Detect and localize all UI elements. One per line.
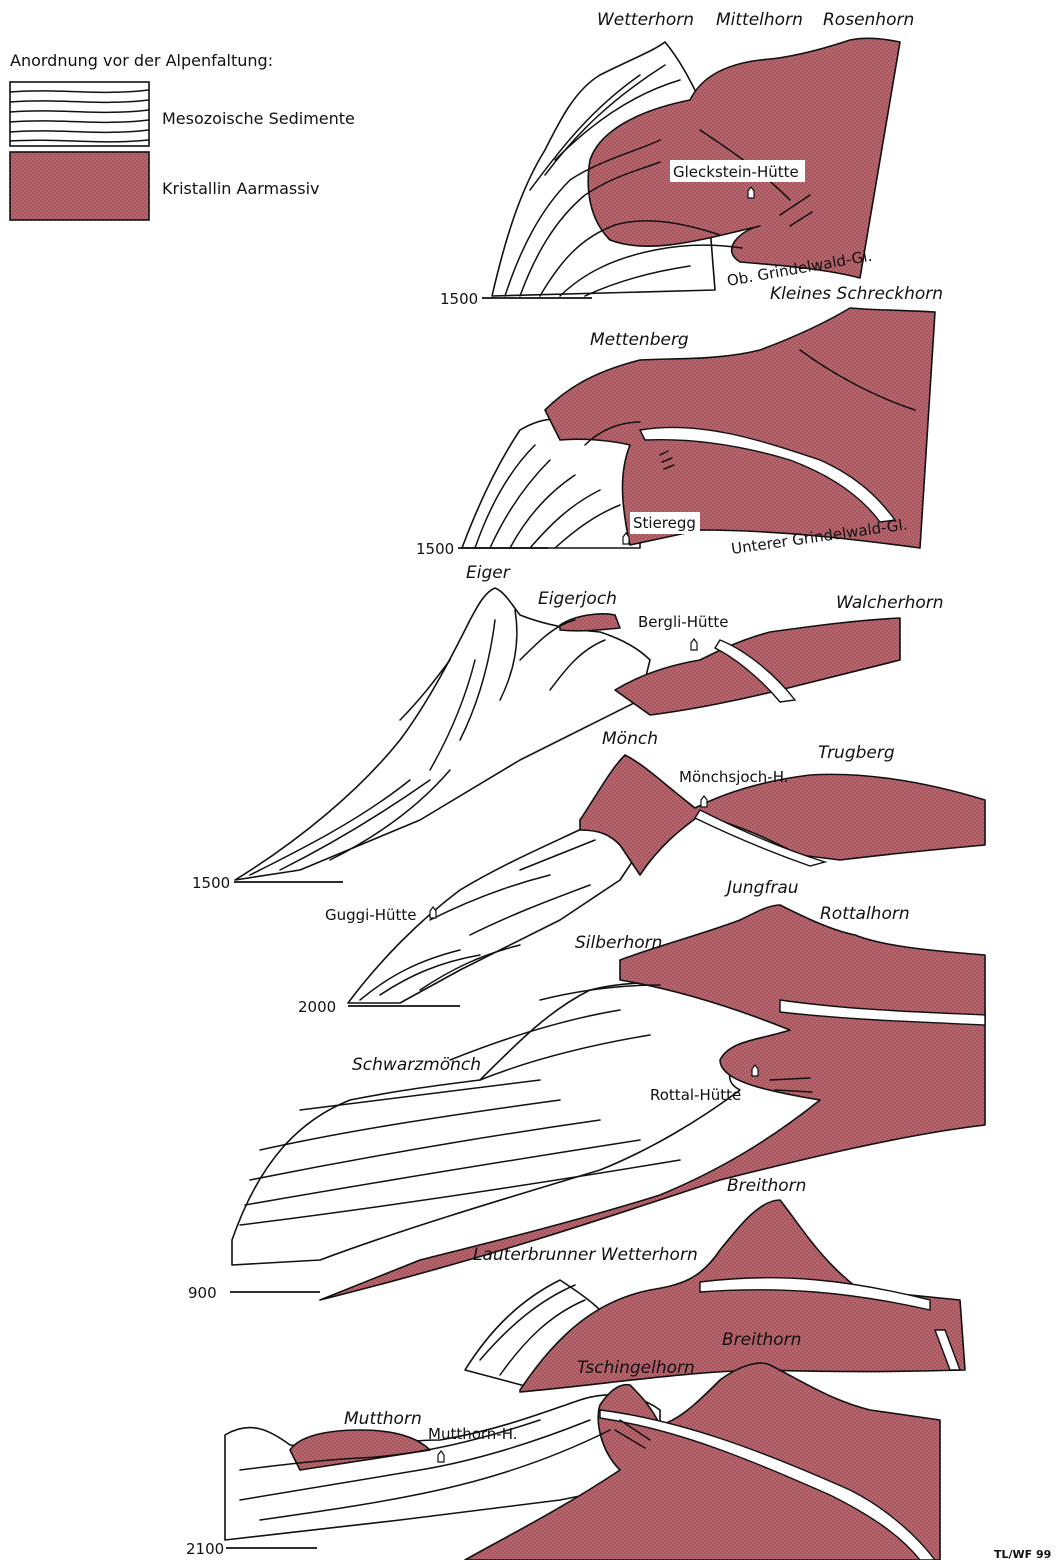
peak-label-mutthorn: Mutthorn [344, 1409, 422, 1429]
peak-label-breithorn-1: Breithorn [727, 1176, 806, 1196]
hut-icon [701, 796, 707, 807]
peak-label-silberhorn: Silberhorn [575, 933, 662, 953]
legend: Anordnung vor der Alpenfaltung: Mesozois… [10, 51, 355, 220]
hut-label-bergli: Bergli-Hütte [638, 613, 728, 631]
hut-label-guggi: Guggi-Hütte [325, 906, 417, 924]
peak-label-eiger: Eiger [466, 563, 511, 583]
peak-label-lauterbrunner-wetterhorn: Lauterbrunner Wetterhorn [473, 1245, 698, 1265]
peak-label-schwarzmoench: Schwarzmönch [352, 1055, 481, 1075]
peak-label-trugberg: Trugberg [818, 743, 895, 763]
hut-icon [430, 907, 436, 918]
section-lauterbrunnen: Breithorn Lauterbrunner Wetterhorn [465, 1176, 965, 1392]
peak-label-rottalhorn: Rottalhorn [820, 904, 910, 924]
peak-label-mettenberg: Mettenberg [590, 330, 689, 350]
peak-label-eigerjoch: Eigerjoch [538, 589, 617, 609]
section-3-elevation: 1500 [192, 874, 230, 892]
section-1-elevation: 1500 [440, 290, 478, 308]
hut-icon [691, 639, 697, 650]
section-wetterhorn: 1500 Wetterhorn Mittelhorn Rosenhorn Gle… [440, 10, 914, 308]
peak-label-walcherhorn: Walcherhorn [836, 593, 944, 613]
section-4-elevation: 2000 [298, 998, 336, 1016]
hut-label-moenchsjoch: Mönchsjoch-H. [679, 768, 789, 786]
legend-label-crystalline: Kristallin Aarmassiv [162, 179, 320, 198]
hut-label-gleckstein: Gleckstein-Hütte [673, 163, 799, 181]
legend-title: Anordnung vor der Alpenfaltung: [10, 51, 273, 70]
hut-label-mutthorn: Mutthorn-H. [428, 1425, 518, 1443]
peak-label-rosenhorn: Rosenhorn [823, 10, 914, 30]
peak-label-wetterhorn: Wetterhorn [597, 10, 694, 30]
peak-label-jungfrau: Jungfrau [724, 878, 799, 898]
peak-label-tschingelhorn: Tschingelhorn [577, 1358, 695, 1378]
legend-swatch-crystalline [10, 152, 149, 220]
hut-label-stieregg: Stieregg [633, 514, 696, 532]
peak-label-kleines-schreckhorn: Kleines Schreckhorn [770, 284, 943, 304]
peak-label-mittelhorn: Mittelhorn [716, 10, 803, 30]
hut-label-rottal: Rottal-Hütte [650, 1086, 741, 1104]
section-7-elevation: 2100 [186, 1540, 224, 1558]
peak-label-moench: Mönch [602, 729, 658, 749]
section-mettenberg: 1500 Kleines Schreckhorn Mettenberg Stie… [416, 284, 943, 558]
section-5-elevation: 900 [188, 1284, 217, 1302]
figure-credit: TL/WF 99 [994, 1548, 1051, 1560]
peak-label-breithorn-2: Breithorn [722, 1330, 801, 1350]
legend-swatch-sediment [10, 82, 149, 146]
section-jungfrau: 900 Jungfrau Rottalhorn Silberhorn Schwa… [188, 878, 985, 1302]
section-2-elevation: 1500 [416, 540, 454, 558]
legend-label-sediment: Mesozoische Sedimente [162, 109, 355, 128]
